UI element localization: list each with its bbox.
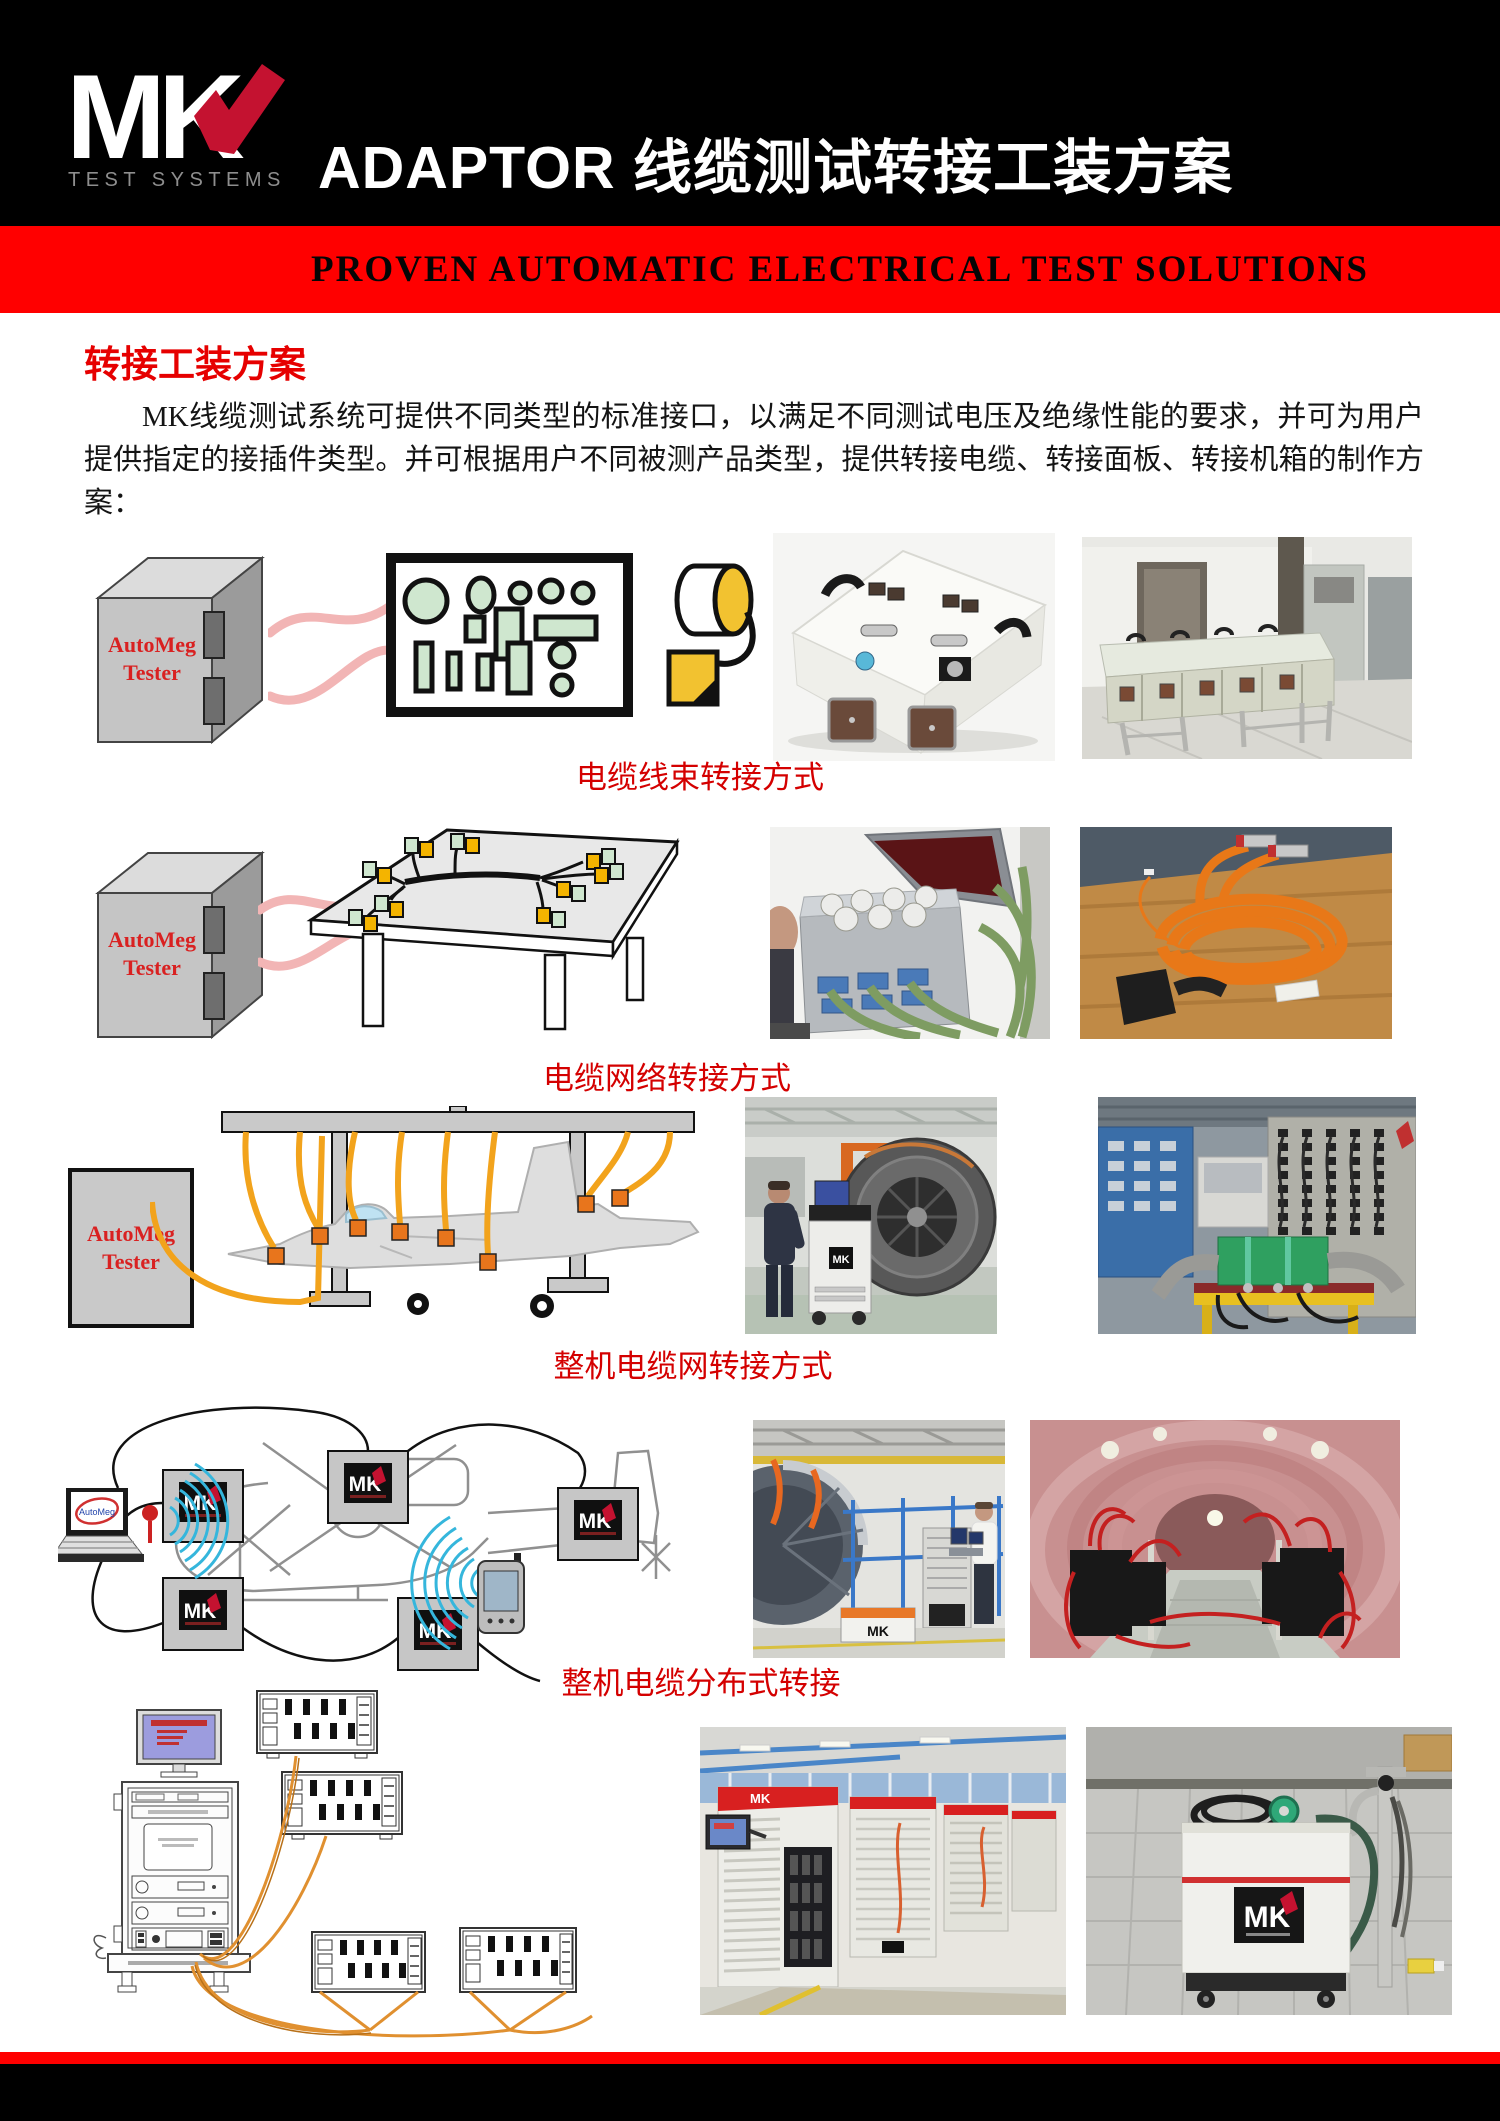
photo-connector-case [770,827,1050,1039]
intro-paragraph: MK线缆测试系统可提供不同类型的标准接口，以满足不同测试电压及绝缘性能的要求，并… [84,401,1424,519]
slogan-band [0,226,1500,313]
svg-text:MK: MK [419,1620,452,1643]
diagram-gantry-aircraft [150,1106,700,1318]
handle [993,618,1032,638]
connector-port [203,677,225,725]
photo-fuselage-assembly: MK [753,1420,1005,1658]
caption-row2: 电缆网络转接方式 [543,1061,791,1096]
interconnect-cables [91,1406,587,1683]
mk-remote-box: MK [162,1577,244,1651]
caption-row3: 整机电缆网转接方式 [553,1349,833,1384]
svg-text:MK: MK [349,1473,382,1496]
photo-adapter-box [773,533,1055,761]
photo-rack-harness [1098,1097,1416,1334]
paper-report-icon [666,563,756,707]
diagram-adapter-panel [386,553,633,717]
fighter-jet-silhouette [227,1140,700,1270]
photo-production-line: MK [700,1727,1066,2015]
diagram-cable-network-table [306,828,680,1031]
mk-remote-box: MK [327,1450,409,1524]
switch-unit [281,1771,403,1840]
caption-row1: 电缆线束转接方式 [576,760,824,795]
page-title: ADAPTOR 线缆测试转接工装方案 [318,135,1234,201]
svg-text:MK: MK [832,1254,849,1266]
svg-text:Tester: Tester [123,955,181,980]
photo-orange-cable [1080,827,1392,1039]
switch-unit [459,1927,577,1993]
footer-band [0,2064,1500,2121]
photo-aircraft-interior [1030,1420,1400,1658]
mk-logo-check-icon [194,64,285,154]
svg-text:MK: MK [750,1791,771,1806]
section-heading: 转接工装方案 [84,345,306,386]
switch-unit [311,1931,426,1993]
footer-red-stripe [0,2052,1500,2064]
handle [820,574,865,598]
laptop: AutoMeg [58,1488,144,1562]
mk-logo: MK TEST SYSTEMS [66,58,286,191]
photo-test-bench [1082,537,1412,759]
mk-logo-subtitle: TEST SYSTEMS [68,169,286,191]
handheld-terminal [477,1553,525,1634]
photo-engine-test: MK [745,1097,997,1334]
svg-text:Tester: Tester [123,660,181,685]
svg-text:AutoMeg: AutoMeg [108,632,196,657]
pink-cables-1 [268,601,393,705]
svg-text:MK: MK [184,1600,217,1623]
diagram-automeg-tester-3: AutoMeg Tester [68,1168,194,1328]
diagram-switching-system [93,1690,593,2038]
diagram-automeg-tester-2: AutoMeg Tester [95,850,265,1040]
diagram-helicopter-distributed: MK MK MK MK MK [58,1406,671,1683]
mk-remote-box: MK [557,1487,639,1561]
photo-mk-cart: MK [1086,1727,1452,2015]
svg-text:MK: MK [579,1510,612,1533]
svg-text:MK: MK [867,1623,889,1639]
wireless-waves [169,1462,481,1651]
svg-text:AutoMeg: AutoMeg [108,927,196,952]
switch-unit [256,1690,378,1759]
diagram-automeg-tester-1: AutoMeg Tester [95,555,265,745]
caption-row4: 整机电缆分布式转接 [561,1666,841,1701]
diagram-cables [190,1755,593,2038]
svg-text:AutoMeg: AutoMeg [79,1507,115,1517]
slogan-text: PROVEN AUTOMATIC ELECTRICAL TEST SOLUTIO… [311,249,1369,290]
wireless-antenna-icon [142,1505,158,1521]
connector-port [203,611,225,659]
